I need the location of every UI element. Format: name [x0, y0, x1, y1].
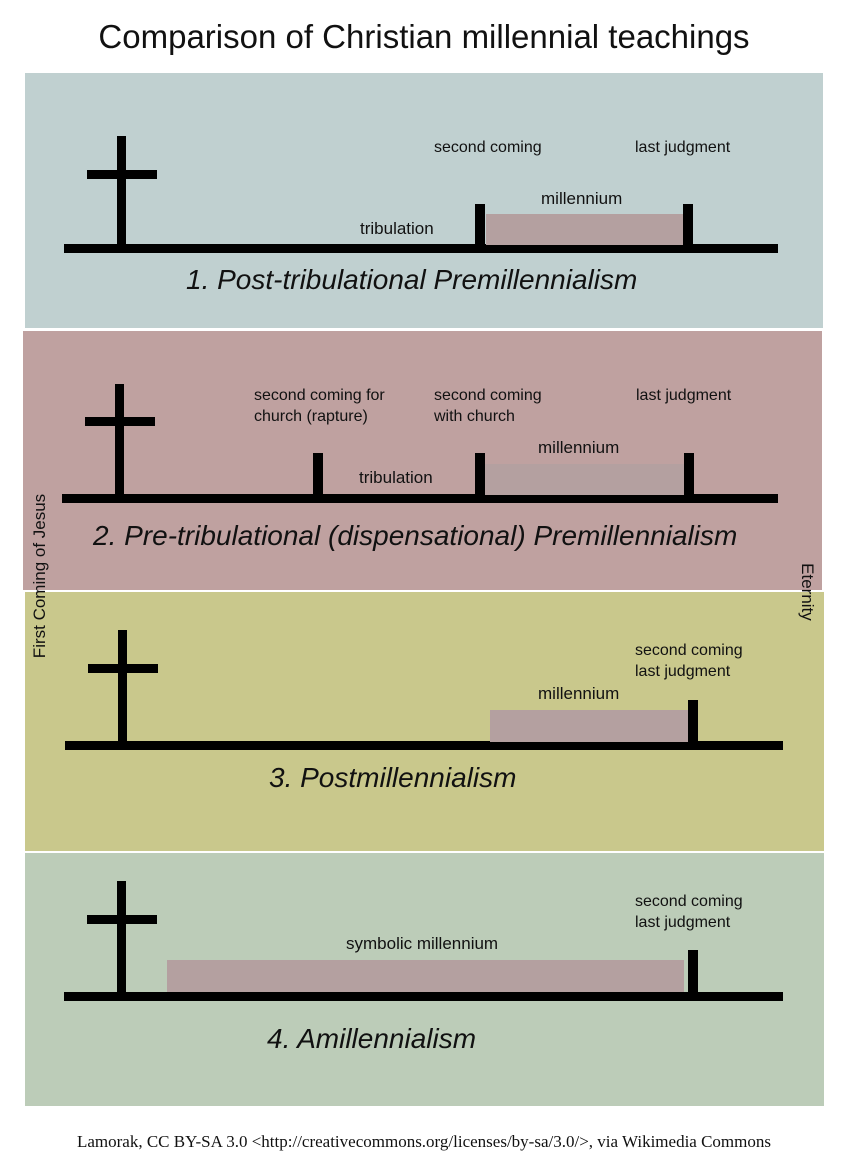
- millennium-block: [167, 960, 684, 992]
- second-coming-label: second coming: [434, 139, 542, 156]
- cross-vertical: [118, 630, 127, 746]
- millennium-label: millennium: [541, 189, 623, 208]
- panel-post-tribulational: second coming last judgment millennium t…: [25, 73, 823, 328]
- cross-horizontal: [87, 915, 157, 924]
- second-coming-label: second coming with church: [434, 387, 542, 425]
- panel-amillennialism: second coming last judgment symbolic mil…: [25, 853, 824, 1106]
- rapture-marker: [313, 453, 323, 497]
- first-coming-label: First Coming of Jesus: [30, 493, 49, 659]
- second-coming-marker: [475, 204, 485, 248]
- millennium-label: symbolic millennium: [346, 934, 499, 953]
- cross-vertical: [117, 136, 126, 252]
- panel-pre-tribulational: second coming for church (rapture) secon…: [23, 331, 822, 590]
- millennium-block: [486, 214, 683, 245]
- last-judgment-label: last judgment: [635, 139, 731, 156]
- tribulation-label: tribulation: [360, 219, 434, 238]
- cross-horizontal: [85, 417, 155, 426]
- second-coming-marker: [688, 950, 698, 995]
- timeline: [64, 992, 783, 1001]
- diagram-title: Comparison of Christian millennial teach…: [98, 18, 750, 55]
- panel-title: 2. Pre-tribulational (dispensational) Pr…: [93, 520, 738, 551]
- rapture-label: second coming for church (rapture): [254, 387, 385, 425]
- second-coming-label: second coming last judgment: [635, 642, 743, 680]
- second-coming-marker: [475, 453, 485, 497]
- millennium-block: [490, 710, 688, 742]
- second-coming-marker: [688, 700, 698, 745]
- attribution-credit: Lamorak, CC BY-SA 3.0 <http://creativeco…: [76, 1132, 771, 1151]
- tribulation-label: tribulation: [359, 468, 433, 487]
- panel-postmillennialism: second coming last judgment millennium 3…: [25, 592, 824, 851]
- millennium-label: millennium: [538, 438, 620, 457]
- timeline: [65, 741, 783, 750]
- cross-horizontal: [87, 170, 157, 179]
- timeline: [62, 494, 778, 503]
- cross-vertical: [115, 384, 124, 500]
- millennium-label: millennium: [538, 684, 620, 703]
- last-judgment-label: last judgment: [636, 387, 732, 404]
- last-judgment-marker: [683, 204, 693, 248]
- cross-horizontal: [88, 664, 158, 673]
- panel-title: 3. Postmillennialism: [269, 762, 517, 793]
- eternity-label: Eternity: [798, 563, 817, 621]
- panel-title: 1. Post-tribulational Premillennialism: [186, 264, 638, 295]
- cross-vertical: [117, 881, 126, 997]
- panel-title: 4. Amillennialism: [267, 1023, 477, 1054]
- last-judgment-marker: [684, 453, 694, 497]
- timeline: [64, 244, 778, 253]
- millennium-block: [485, 464, 685, 495]
- second-coming-label: second coming last judgment: [635, 893, 743, 931]
